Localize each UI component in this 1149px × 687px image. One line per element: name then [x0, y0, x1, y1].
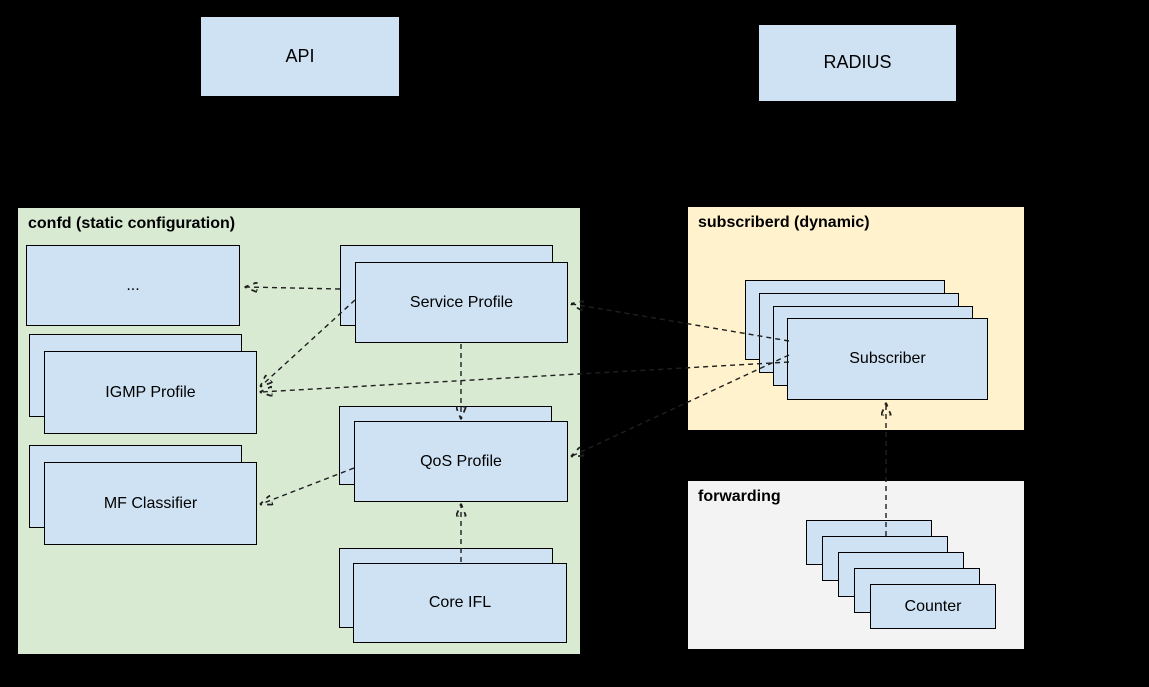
subscriber-label: Subscriber	[849, 350, 926, 368]
igmp-profile-node: IGMP Profile	[44, 351, 257, 434]
mf-classifier-node: MF Classifier	[44, 462, 257, 545]
confd-container-title: confd (static configuration)	[28, 215, 236, 232]
subscriber-node: Subscriber	[787, 318, 988, 400]
core-ifl-node: Core IFL	[353, 563, 567, 643]
mf-classifier-label: MF Classifier	[103, 494, 198, 512]
igmp-profile-label: IGMP Profile	[105, 383, 196, 401]
ellipsis-node: ...	[26, 245, 240, 326]
service-profile-label: Service Profile	[409, 293, 514, 311]
ellipsis-node-label: ...	[126, 276, 140, 294]
api-node-label: API	[285, 45, 315, 66]
api-node: API	[200, 16, 400, 97]
subscriberd-container-title: subscriberd (dynamic)	[698, 214, 870, 231]
counter-node: Counter	[870, 584, 996, 629]
core-ifl-label: Core IFL	[428, 594, 492, 612]
radius-node-label: RADIUS	[823, 52, 892, 73]
counter-label: Counter	[904, 597, 962, 615]
qos-profile-node: QoS Profile	[354, 421, 568, 502]
service-profile-node: Service Profile	[355, 262, 568, 343]
qos-profile-label: QoS Profile	[420, 452, 502, 470]
radius-node: RADIUS	[758, 24, 957, 102]
forwarding-container-title: forwarding	[698, 488, 781, 505]
